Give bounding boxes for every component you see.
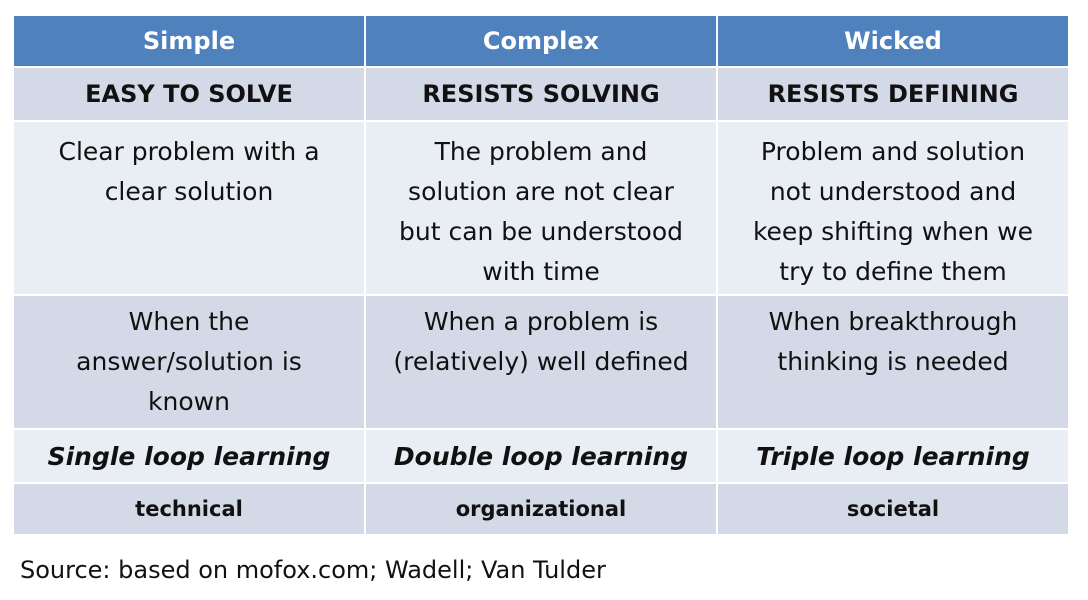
description-wicked: Problem and solution not understood and …	[716, 120, 1070, 296]
when-line: known	[148, 387, 230, 416]
when-line: When the	[128, 307, 250, 336]
header-complex: Complex	[364, 14, 718, 68]
learning-row: Single loop learning Double loop learnin…	[12, 428, 1070, 484]
when-row: When the answer/solution is known When a…	[12, 294, 1070, 430]
description-line: keep shifting when we	[752, 217, 1034, 246]
description-line: but can be understood	[398, 217, 684, 246]
learning-wicked: Triple loop learning	[716, 428, 1070, 484]
when-wicked: When breakthrough thinking is needed	[716, 294, 1070, 430]
description-line: Clear problem with a	[58, 137, 320, 166]
type-complex: organizational	[364, 482, 718, 536]
type-simple: technical	[12, 482, 366, 536]
description-line: solution are not clear	[408, 177, 674, 206]
when-line: When breakthrough	[768, 307, 1018, 336]
source-caption: Source: based on mofox.com; Wadell; Van …	[20, 556, 606, 584]
subheader-complex: RESISTS SOLVING	[364, 66, 718, 122]
when-line: When a problem is	[423, 307, 659, 336]
learning-complex: Double loop learning	[364, 428, 718, 484]
header-row: Simple Complex Wicked	[12, 14, 1070, 68]
learning-simple: Single loop learning	[12, 428, 366, 484]
description-line: Problem and solution	[760, 137, 1026, 166]
description-line: try to define them	[779, 257, 1007, 286]
description-simple: Clear problem with a clear solution	[12, 120, 366, 296]
when-line: thinking is needed	[777, 347, 1009, 376]
when-complex: When a problem is (relatively) well defi…	[364, 294, 718, 430]
description-line: not understood and	[769, 177, 1017, 206]
description-line: The problem and	[434, 137, 648, 166]
description-line: clear solution	[104, 177, 274, 206]
when-line: (relatively) well defined	[393, 347, 689, 376]
description-line: with time	[482, 257, 600, 286]
problem-types-table: Simple Complex Wicked EASY TO SOLVE RESI…	[12, 14, 1070, 536]
description-row: Clear problem with a clear solution The …	[12, 120, 1070, 296]
subheader-row: EASY TO SOLVE RESISTS SOLVING RESISTS DE…	[12, 66, 1070, 122]
when-simple: When the answer/solution is known	[12, 294, 366, 430]
header-wicked: Wicked	[716, 14, 1070, 68]
type-row: technical organizational societal	[12, 482, 1070, 536]
header-simple: Simple	[12, 14, 366, 68]
subheader-wicked: RESISTS DEFINING	[716, 66, 1070, 122]
type-wicked: societal	[716, 482, 1070, 536]
description-complex: The problem and solution are not clear b…	[364, 120, 718, 296]
when-line: answer/solution is	[76, 347, 302, 376]
subheader-simple: EASY TO SOLVE	[12, 66, 366, 122]
